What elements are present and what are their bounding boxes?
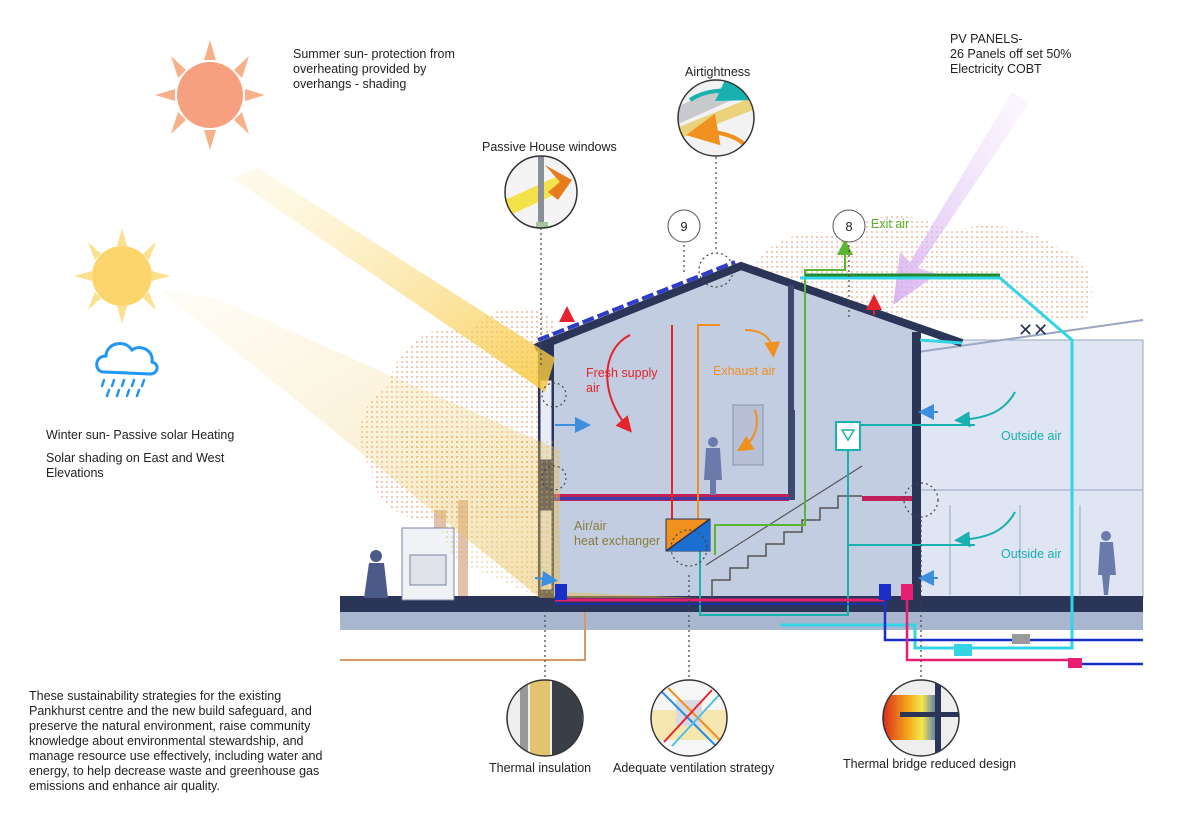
heat-exchanger-label: Air/air heat exchanger (574, 519, 661, 548)
ventilation-detail-icon (650, 679, 728, 757)
summer-sun-caption: Summer sun- protection from overheating … (293, 47, 455, 91)
passive-windows-caption: Passive House windows (482, 140, 617, 154)
summer-sun-beam (232, 168, 555, 392)
pv-arrow (893, 92, 1030, 305)
leader-lines (540, 157, 939, 680)
outside-air-label-upper: Outside air (1001, 429, 1062, 443)
marker-8: 8 (832, 209, 866, 243)
thermal-insulation-detail-icon (506, 679, 584, 757)
thermal-insulation-caption: Thermal insulation (489, 761, 592, 775)
exit-air-label: Exit air (871, 217, 910, 231)
heat-exchanger (665, 518, 711, 552)
thermal-bridge-caption: Thermal bridge reduced design (843, 757, 1017, 771)
svg-text:9: 9 (680, 219, 687, 234)
pv-panels (537, 260, 736, 342)
svg-text:8: 8 (845, 219, 852, 234)
ventilation-ducts (340, 239, 1143, 668)
people-silhouettes (364, 437, 1116, 598)
fresh-supply-air-label: Fresh supply air (586, 366, 658, 395)
winter-sun-icon (74, 228, 170, 324)
outside-air-label-lower: Outside air (1001, 547, 1062, 561)
airtightness-detail-icon (677, 79, 755, 157)
pv-panels-caption: PV PANELS- 26 Panels off set 50% Electri… (950, 32, 1072, 76)
thermal-bridge-detail-icon (882, 679, 960, 757)
rain-cloud-icon (95, 341, 159, 398)
passive-windows-detail-icon (504, 155, 578, 229)
solar-shading-caption: Solar shading on East and West Elevation… (46, 451, 225, 480)
marker-9: 9 (667, 209, 701, 243)
exhaust-air-label: Exhaust air (713, 364, 776, 378)
ventilation-caption: Adequate ventilation strategy (613, 761, 775, 775)
airtightness-caption: Airtightness (685, 65, 751, 79)
winter-sun-caption: Winter sun- Passive solar Heating (46, 428, 235, 442)
summary-paragraph: These sustainability strategies for the … (29, 689, 323, 793)
summer-sun-icon (155, 40, 265, 150)
svg-text:✕✕: ✕✕ (1018, 320, 1048, 340)
air-flow-arrows (534, 294, 1016, 587)
